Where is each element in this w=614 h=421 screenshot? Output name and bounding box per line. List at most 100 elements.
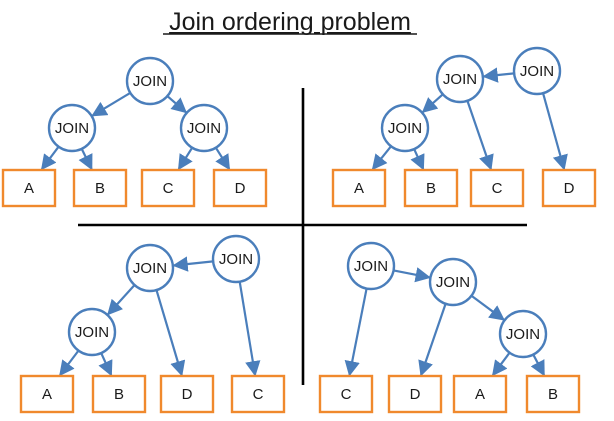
edge-bottom-left-j1-to-c <box>238 281 261 377</box>
relation-leaf-top-right-d: D <box>541 168 597 208</box>
edge-bottom-right-j3-to-b <box>530 354 545 377</box>
relation-box <box>230 374 286 414</box>
edge-bottom-right-j1-to-j2 <box>393 267 431 283</box>
join-node-circle <box>67 307 117 357</box>
edge-top-right-j3-to-a <box>371 145 392 171</box>
relation-box <box>159 374 215 414</box>
join-node-bottom-left-j3: JOIN <box>67 307 117 357</box>
relation-leaf-bottom-right-a: A <box>452 374 508 414</box>
edge-bottom-left-j1-to-j2 <box>172 256 214 272</box>
join-node-label: JOIN <box>75 324 109 341</box>
join-node-bottom-right-j3: JOIN <box>498 309 548 359</box>
relation-leaf-top-right-c: C <box>469 168 525 208</box>
join-node-circle <box>47 103 97 153</box>
relation-label: D <box>182 386 193 403</box>
edge-top-right-j2-to-c <box>466 100 494 171</box>
join-node-label: JOIN <box>55 120 89 137</box>
relation-leaf-bottom-left-b: B <box>91 374 147 414</box>
edge-top-left-j3-to-d <box>214 147 231 171</box>
relation-label: B <box>114 386 124 403</box>
relation-box <box>331 168 387 208</box>
relation-leaf-top-right-a: A <box>331 168 387 208</box>
relation-label: C <box>492 180 503 197</box>
edge-top-right-j1-to-d <box>542 92 568 171</box>
join-node-bottom-right-j2: JOIN <box>428 257 478 307</box>
join-node-circle <box>179 103 229 153</box>
relation-leaf-top-left-b: B <box>72 168 128 208</box>
edge-bottom-right-j3-to-a <box>491 352 511 377</box>
relation-leaf-bottom-left-c: C <box>230 374 286 414</box>
edge-bottom-left-j3-to-b <box>98 352 113 377</box>
edge-top-right-j3-to-b <box>410 148 425 171</box>
relation-box <box>1 168 57 208</box>
relation-label: B <box>426 180 436 197</box>
relation-label: A <box>354 180 364 197</box>
relation-leaf-bottom-right-b: B <box>525 374 581 414</box>
join-node-circle <box>380 103 430 153</box>
join-node-top-left-j2: JOIN <box>47 103 97 153</box>
relation-box <box>403 168 459 208</box>
relation-leaf-top-left-a: A <box>1 168 57 208</box>
join-node-circle <box>428 257 478 307</box>
relation-label: B <box>95 180 105 197</box>
quadrant-bottom-left: JOIN JOIN JOIN A B D C <box>19 234 286 414</box>
relation-label: B <box>548 386 558 403</box>
join-node-circle <box>125 243 175 293</box>
join-node-circle <box>346 241 396 291</box>
join-node-top-left-j3: JOIN <box>179 103 229 153</box>
join-node-top-right-j3: JOIN <box>380 103 430 153</box>
relation-label: D <box>410 386 421 403</box>
relation-label: A <box>475 386 485 403</box>
join-node-circle <box>211 234 261 284</box>
relation-box <box>91 374 147 414</box>
join-node-circle <box>435 54 485 104</box>
relation-label: D <box>564 180 575 197</box>
diagram-title: Join ordering problem <box>169 8 411 36</box>
join-node-bottom-left-j2: JOIN <box>125 243 175 293</box>
join-node-label: JOIN <box>354 258 388 275</box>
relation-leaf-bottom-right-d: D <box>387 374 443 414</box>
relation-leaf-bottom-left-a: A <box>19 374 75 414</box>
relation-box <box>318 374 374 414</box>
join-node-bottom-left-j1: JOIN <box>211 234 261 284</box>
join-node-label: JOIN <box>520 63 554 80</box>
quadrant-top-right: JOIN JOIN JOIN A B C D <box>331 46 597 208</box>
join-node-label: JOIN <box>219 251 253 268</box>
relation-leaf-top-right-b: B <box>403 168 459 208</box>
relation-label: D <box>235 180 246 197</box>
edge-bottom-right-j2-to-j3 <box>470 294 505 321</box>
relation-box <box>541 168 597 208</box>
join-node-label: JOIN <box>506 326 540 343</box>
relation-label: C <box>253 386 264 403</box>
quadrant-top-left: JOIN JOIN JOIN A B C D <box>1 56 268 208</box>
relation-label: A <box>24 180 34 197</box>
relation-label: C <box>163 180 174 197</box>
relation-leaf-top-left-d: D <box>212 168 268 208</box>
relation-box <box>452 374 508 414</box>
edge-top-right-j2-to-j3 <box>421 93 444 114</box>
edge-top-left-j1-to-j2 <box>91 91 131 117</box>
join-node-circle <box>498 309 548 359</box>
edge-top-left-j3-to-c <box>177 147 194 171</box>
join-node-bottom-right-j1: JOIN <box>346 241 396 291</box>
relation-box <box>19 374 75 414</box>
join-node-top-left-j1: JOIN <box>125 56 175 106</box>
relation-box <box>212 168 268 208</box>
join-node-label: JOIN <box>187 120 221 137</box>
join-node-label: JOIN <box>133 73 167 90</box>
quadrant-bottom-right: JOIN JOIN JOIN C D A B <box>318 241 581 414</box>
join-node-label: JOIN <box>443 71 477 88</box>
relation-leaf-bottom-right-c: C <box>318 374 374 414</box>
relation-box <box>525 374 581 414</box>
edge-top-right-j1-to-j2 <box>482 67 515 83</box>
edge-top-left-j1-to-j3 <box>166 95 188 114</box>
relation-leaf-bottom-left-d: D <box>159 374 215 414</box>
relation-box <box>387 374 443 414</box>
join-node-label: JOIN <box>388 120 422 137</box>
edge-top-left-j2-to-b <box>78 148 93 171</box>
edge-bottom-right-j2-to-d <box>418 303 447 377</box>
join-node-circle <box>512 46 562 96</box>
relation-box <box>72 168 128 208</box>
join-node-top-right-j2: JOIN <box>435 54 485 104</box>
